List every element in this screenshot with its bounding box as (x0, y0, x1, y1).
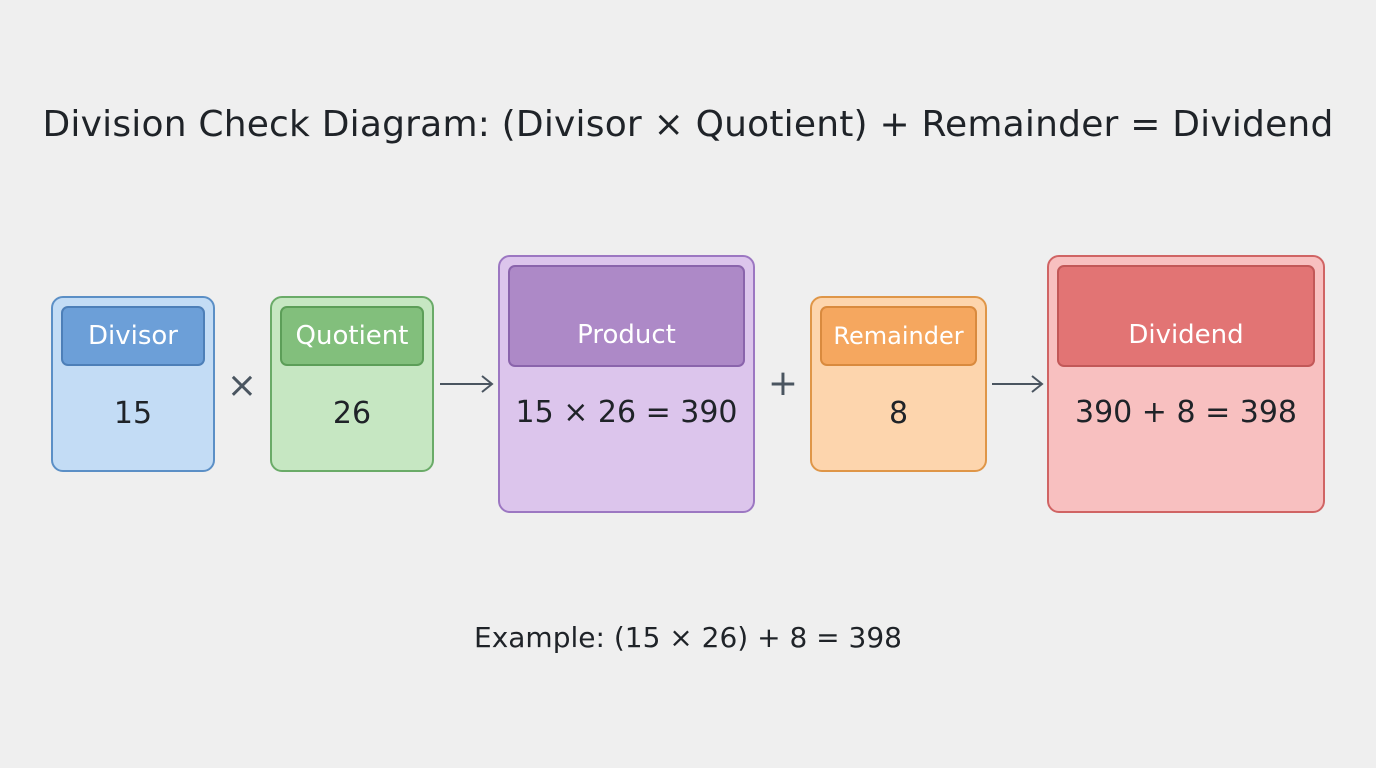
arrow-to-dividend-icon (992, 375, 1044, 393)
product-box: Product 15 × 26 = 390 (498, 255, 755, 513)
quotient-value: 26 (332, 396, 372, 431)
multiply-operator: × (226, 365, 258, 406)
plus-operator: + (767, 363, 799, 404)
product-label: Product (508, 265, 745, 367)
dividend-label: Dividend (1057, 265, 1315, 367)
product-value: 15 × 26 = 390 (515, 395, 738, 430)
divisor-box: Divisor 15 (51, 296, 215, 472)
divisor-label: Divisor (61, 306, 205, 366)
dividend-box: Dividend 390 + 8 = 398 (1047, 255, 1325, 513)
divisor-value: 15 (113, 396, 153, 431)
quotient-box: Quotient 26 (270, 296, 434, 472)
remainder-value: 8 (888, 396, 909, 431)
remainder-box: Remainder 8 (810, 296, 987, 472)
arrow-to-product-icon (440, 375, 494, 393)
remainder-label: Remainder (820, 306, 977, 366)
diagram-title: Division Check Diagram: (Divisor × Quoti… (42, 104, 1334, 145)
example-equation: Example: (15 × 26) + 8 = 398 (474, 621, 902, 654)
dividend-value: 390 + 8 = 398 (1074, 395, 1298, 430)
quotient-label: Quotient (280, 306, 424, 366)
